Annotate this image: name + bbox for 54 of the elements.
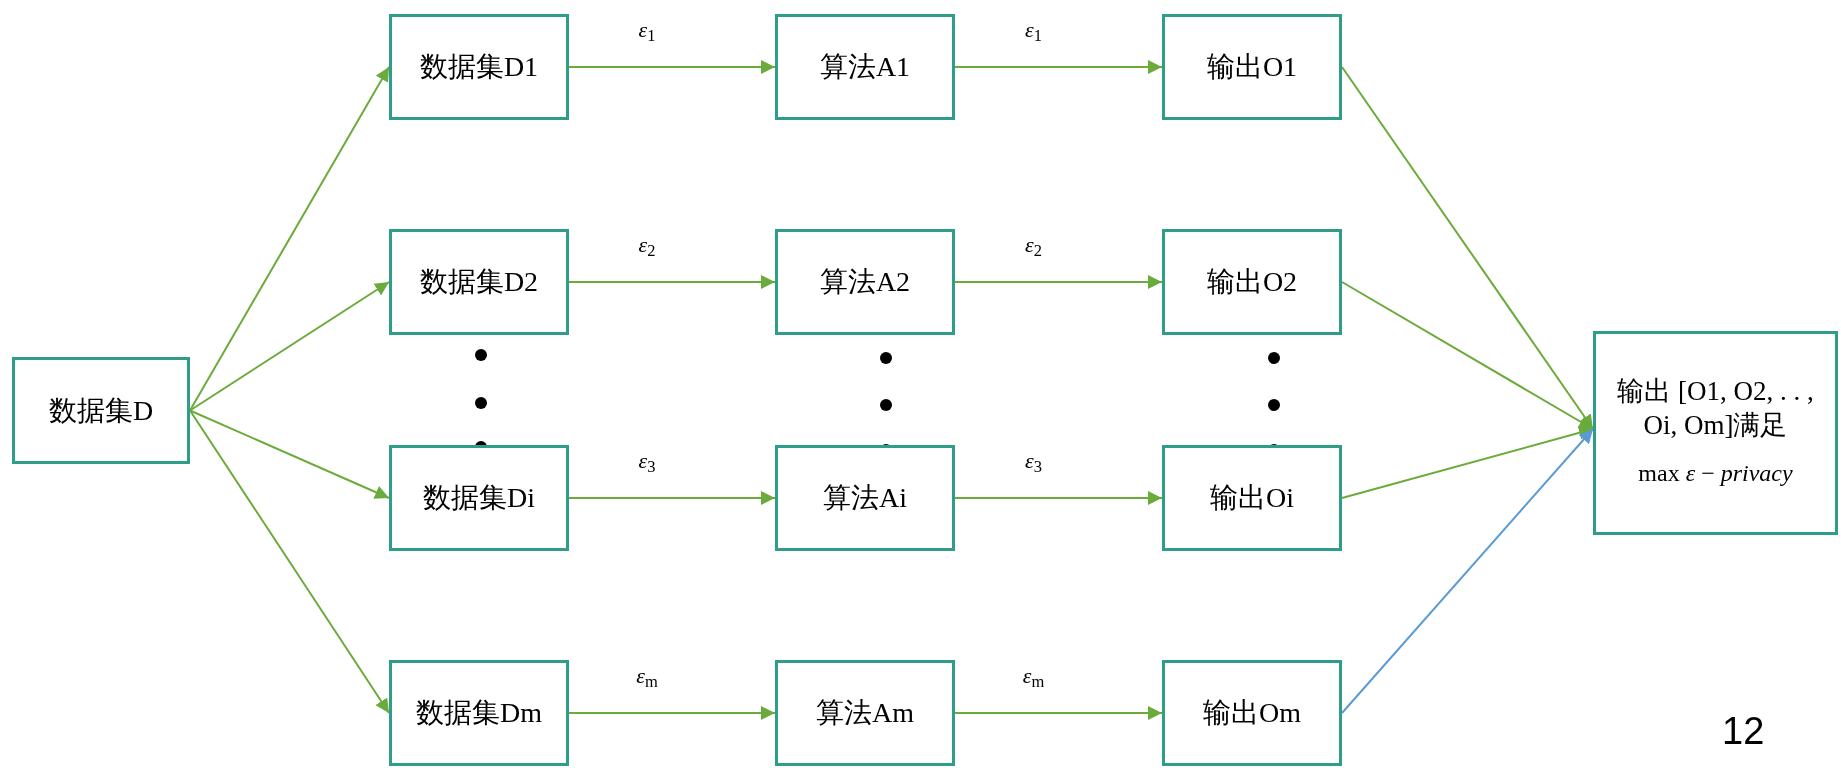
arrow: [568, 491, 776, 505]
arrow: [1341, 66, 1594, 430]
process-box: [389, 229, 569, 335]
arrow: [189, 281, 390, 412]
process-box: [1162, 14, 1342, 120]
arrow: [1341, 428, 1594, 714]
box-text: 算法Am: [816, 696, 914, 730]
process-box: [1162, 660, 1342, 766]
box-text: 数据集D2: [419, 265, 539, 299]
arrow: [954, 60, 1163, 74]
edge-label: ε$_{3}$: [638, 450, 656, 472]
edge-label: ε$_{m}$: [636, 665, 658, 687]
process-box: [775, 445, 955, 551]
box-text: 数据集Dm: [416, 696, 542, 730]
process-box: [775, 660, 955, 766]
box-text: 算法A2: [819, 265, 911, 299]
arrow: [568, 706, 776, 720]
process-box: [775, 229, 955, 335]
arrow: [568, 275, 776, 289]
process-box: [1162, 229, 1342, 335]
arrow: [954, 275, 1163, 289]
arrow: [1341, 281, 1594, 430]
process-box: [775, 14, 955, 120]
box-text: 算法Ai: [823, 481, 907, 515]
box-text: 输出O2: [1206, 265, 1298, 299]
box-text: 数据集D1: [419, 50, 539, 84]
edge-label: ε$_{1}$: [1025, 19, 1042, 41]
box-text: 输出O1: [1206, 50, 1298, 84]
arrow: [189, 66, 390, 412]
process-box: [389, 660, 569, 766]
edge-label: ε$_{2}$: [638, 234, 656, 256]
box-text: 算法A1: [819, 50, 911, 84]
box-text: 输出 [O1, O2, . . , Oi, Om]满足: [1616, 375, 1815, 442]
edge-label: ε$_{m}$: [1022, 665, 1045, 687]
edge-label: ε$_{2}$: [1025, 234, 1042, 256]
arrow: [189, 409, 390, 499]
box-text: 数据集D: [48, 393, 154, 428]
process-box: [1162, 445, 1342, 551]
process-box: [389, 445, 569, 551]
box-text: max ε − privacy: [1638, 458, 1793, 488]
process-box: [389, 14, 569, 120]
arrow: [189, 409, 390, 714]
edge-label: ε$_{3}$: [1025, 450, 1042, 472]
box-text: 输出Om: [1203, 696, 1301, 730]
process-box: [1593, 331, 1838, 535]
process-box: [12, 357, 190, 464]
arrow: [568, 60, 776, 74]
arrow: [954, 706, 1163, 720]
edge-label: ε$_{1}$: [638, 19, 656, 41]
box-text: 数据集Di: [423, 481, 535, 515]
box-text: 输出Oi: [1210, 481, 1294, 515]
arrow: [954, 491, 1163, 505]
page-number: 12: [1722, 712, 1765, 750]
arrow: [1341, 425, 1594, 499]
